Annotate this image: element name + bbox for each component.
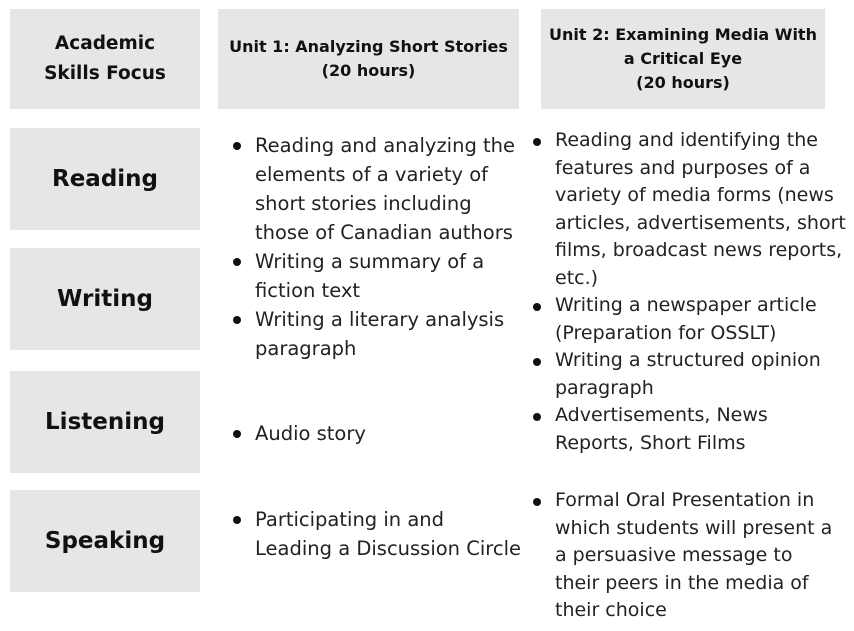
list-item: Writing a summary of a fiction text: [233, 247, 527, 305]
unit1-reading-writing-list: Reading and analyzing the elements of a …: [233, 131, 527, 363]
skill-reading-label: Reading: [51, 166, 158, 192]
academic-skills-focus-header: Academic Skills Focus: [10, 9, 200, 109]
list-item: Writing a structured opinion paragraph: [533, 347, 848, 402]
skill-speaking-label: Speaking: [44, 528, 166, 554]
list-item: Reading and identifying the features and…: [533, 127, 848, 292]
skill-listening: Listening: [10, 371, 200, 473]
skill-writing: Writing: [10, 248, 200, 350]
skill-writing-label: Writing: [57, 286, 153, 312]
unit2-title-line2: a Critical Eye: [623, 49, 743, 68]
unit2-reading-writing-listening-list: Reading and identifying the features and…: [533, 127, 848, 457]
skill-reading: Reading: [10, 128, 200, 230]
unit2-speaking-list: Formal Oral Presentation in which studen…: [533, 487, 840, 625]
skill-listening-label: Listening: [45, 409, 165, 435]
list-item: Advertisements, News Reports, Short Film…: [533, 402, 848, 457]
list-item: Writing a newspaper article (Preparation…: [533, 292, 848, 347]
unit1-title: Unit 1: Analyzing Short Stories: [229, 37, 508, 56]
unit2-hours: (20 hours): [636, 73, 730, 92]
unit2-header: Unit 2: Examining Media With a Critical …: [541, 9, 825, 109]
unit1-listening-list: Audio story: [233, 419, 527, 448]
list-item: Audio story: [233, 419, 527, 448]
list-item: Reading and analyzing the elements of a …: [233, 131, 527, 247]
list-item: Writing a literary analysis paragraph: [233, 305, 527, 363]
unit1-hours: (20 hours): [321, 61, 416, 80]
skill-speaking: Speaking: [10, 490, 200, 592]
unit1-speaking-list: Participating in and Leading a Discussio…: [233, 505, 527, 563]
list-item: Formal Oral Presentation in which studen…: [533, 487, 840, 625]
unit2-title-line1: Unit 2: Examining Media With: [549, 25, 817, 44]
list-item: Participating in and Leading a Discussio…: [233, 505, 527, 563]
focus-label: Academic Skills Focus: [44, 33, 166, 84]
unit1-header: Unit 1: Analyzing Short Stories (20 hour…: [218, 9, 519, 109]
